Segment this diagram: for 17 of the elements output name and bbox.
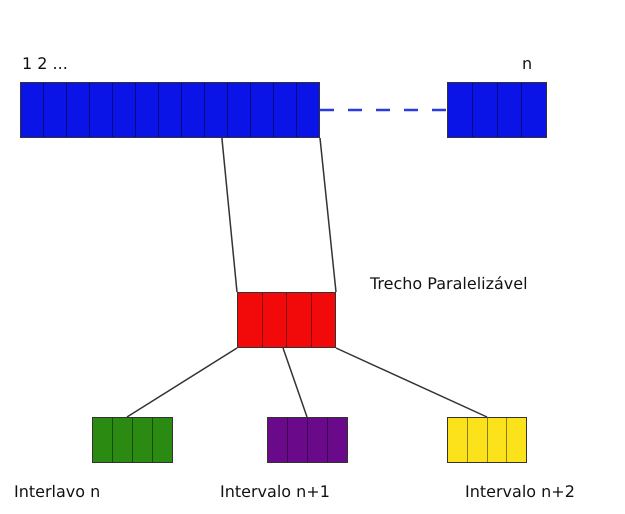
connector-line xyxy=(126,347,238,418)
bar-caption: Intervalo n+2 xyxy=(465,481,576,503)
bar-caption: Trecho Paralelizável xyxy=(370,273,529,295)
connector-line xyxy=(336,347,488,418)
segmented-bar xyxy=(92,417,173,463)
segmented-bar xyxy=(237,292,336,348)
bar-caption: n xyxy=(522,53,534,75)
bar-caption: 1 2 ... xyxy=(22,53,69,75)
segmented-bar xyxy=(267,417,348,463)
segmented-bar xyxy=(447,417,527,463)
bar-caption: Interlavo n xyxy=(14,481,102,503)
connector-line xyxy=(282,348,308,418)
segmented-bar xyxy=(20,82,320,138)
connector-line xyxy=(221,138,238,292)
bar-caption: Intervalo n+1 xyxy=(220,481,331,503)
segmented-bar xyxy=(447,82,547,138)
connector-line xyxy=(319,138,337,292)
